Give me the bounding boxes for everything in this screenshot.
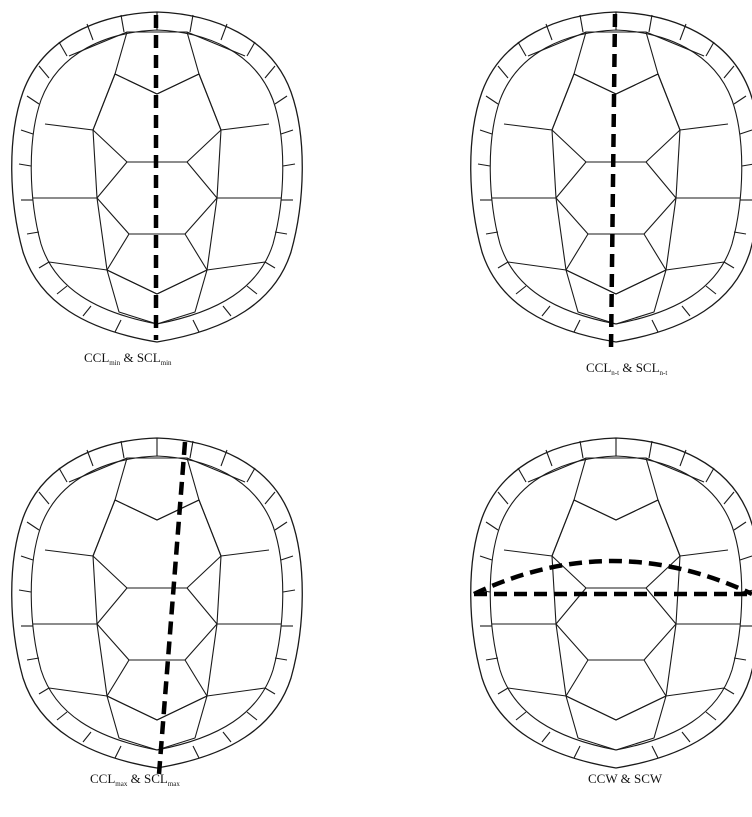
carapace-outline (471, 438, 752, 768)
carapace-diagram (0, 0, 300, 345)
panel-caption: CCLmin & SCLmin (84, 350, 172, 367)
carapace-shell (471, 438, 752, 768)
panel-ccl-nt: CCLn-t & SCLn-t (376, 0, 752, 408)
panel-caption: CCW & SCW (588, 771, 662, 788)
carapace-diagram (376, 408, 752, 788)
panel-ccl-max: CCLmax & SCLmax (0, 408, 376, 816)
carapace-diagram (0, 408, 376, 788)
carapace-outline (12, 438, 303, 768)
panel-caption: CCLmax & SCLmax (90, 771, 180, 788)
panel-ccw-scw: CCW & SCW (376, 408, 752, 816)
panel-ccl-min: CCLmin & SCLmin (0, 0, 376, 408)
carapace-shell (12, 438, 303, 768)
panel-caption: CCLn-t & SCLn-t (586, 360, 667, 377)
carapace-diagram (376, 0, 752, 360)
